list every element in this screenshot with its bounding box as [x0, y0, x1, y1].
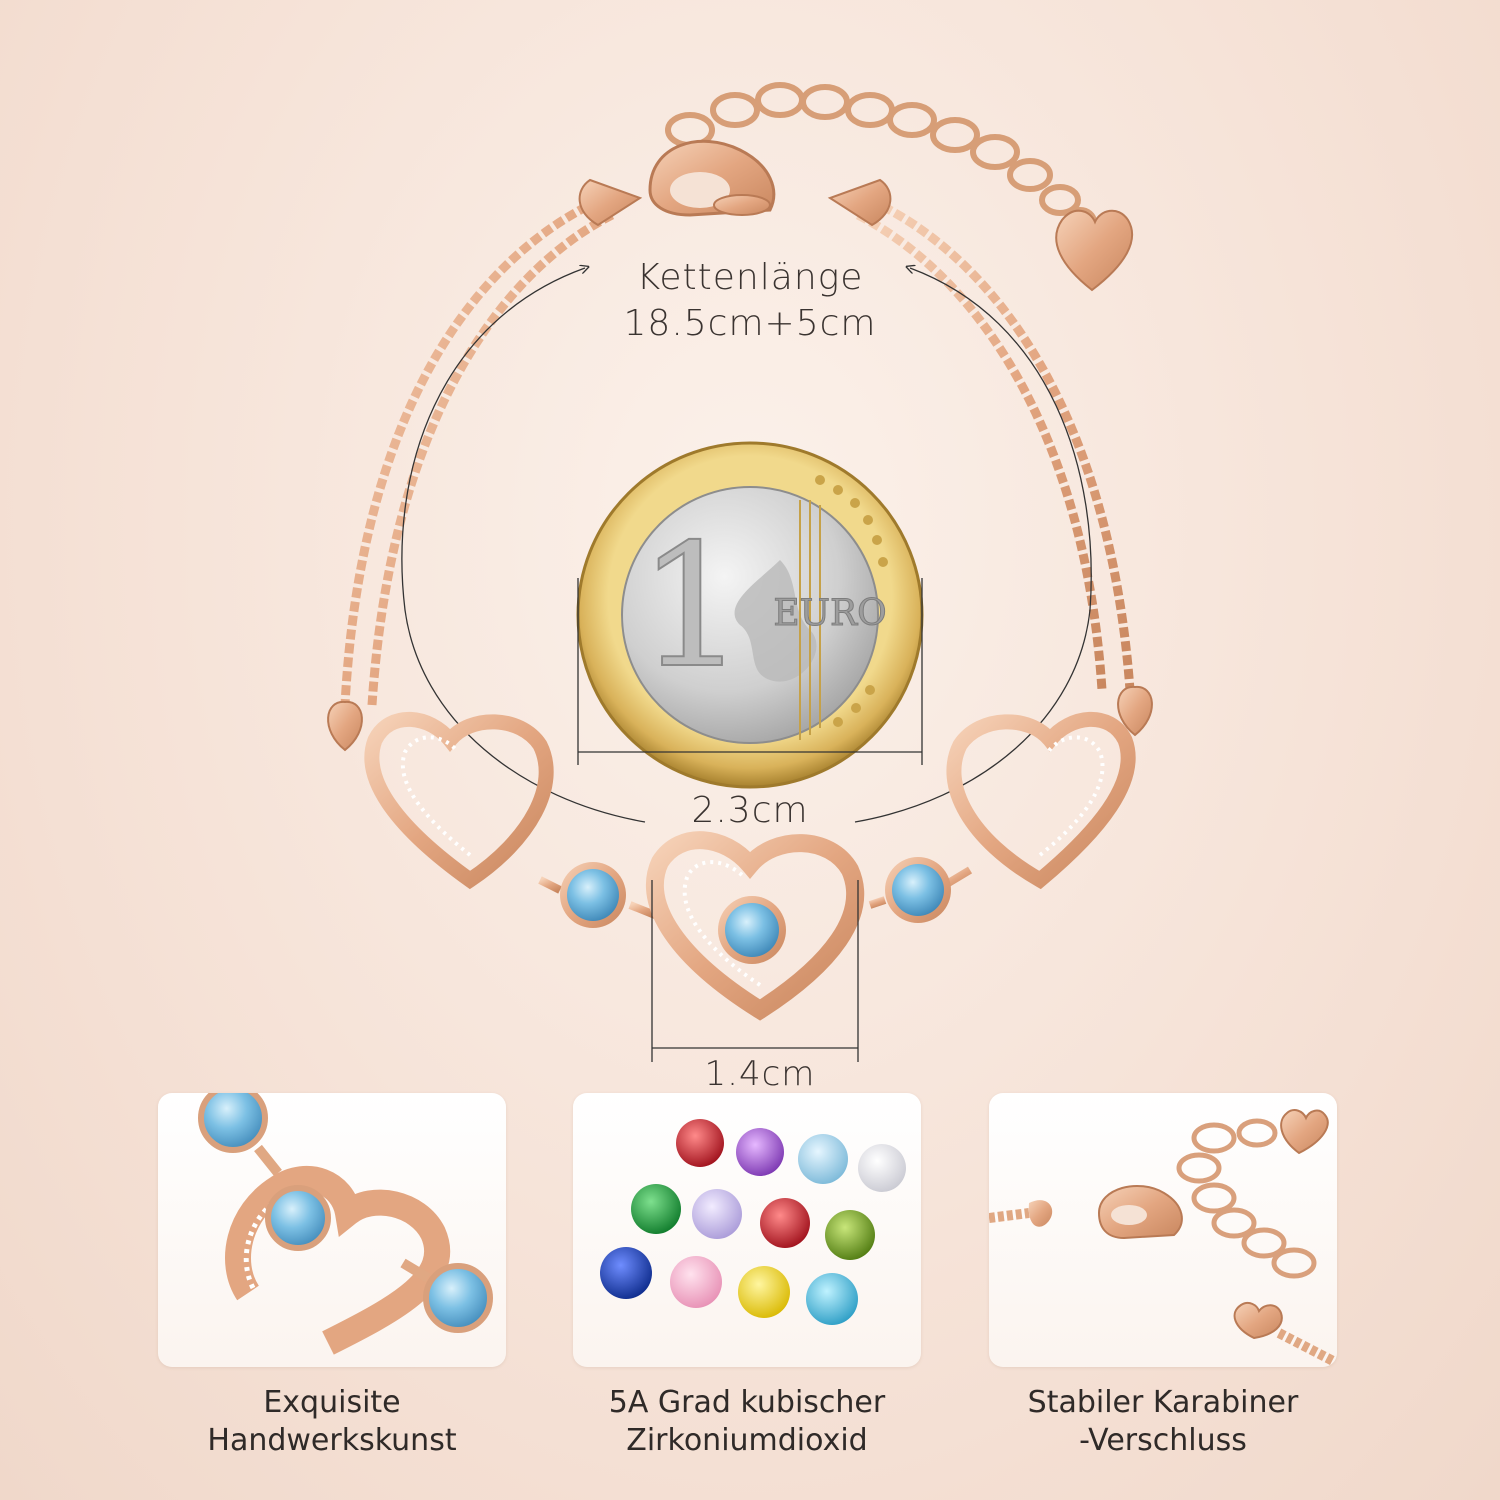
- panel-clasp: [989, 1093, 1337, 1367]
- heart-size-label: 1.4cm: [704, 1054, 816, 1094]
- craftsmanship-closeup: [198, 1093, 493, 1355]
- chain-right: [855, 195, 1135, 691]
- heart-right-icon: [946, 711, 1136, 890]
- length-arc: [401, 268, 646, 823]
- euro-coin: [576, 441, 924, 789]
- length-arc-right: [854, 268, 1092, 823]
- caption-line: Zirkoniumdioxid: [626, 1423, 868, 1458]
- heart-left-icon: [364, 711, 554, 890]
- chain-length-label: Kettenlänge 18.5cm+5cm: [530, 255, 970, 347]
- gem-right-icon: [885, 857, 951, 923]
- chain-left: [340, 195, 615, 706]
- caption-craftsmanship: Exquisite Handwerkskunst: [122, 1384, 542, 1460]
- gemstone-colors: [600, 1119, 906, 1325]
- caption-line: 5A Grad kubischer: [608, 1385, 886, 1420]
- clasp-closeup: [989, 1109, 1337, 1367]
- caption-line: Handwerkskunst: [207, 1423, 457, 1458]
- caption-line: -Verschluss: [1079, 1423, 1247, 1458]
- panel-gemstones: [573, 1093, 921, 1367]
- lobster-clasp-icon: [648, 139, 776, 217]
- heart-center-icon: [646, 831, 865, 1021]
- heart-charm-icon: [1055, 209, 1134, 292]
- coin-denomination: 1: [638, 508, 746, 706]
- caption-line: Stabiler Karabiner: [1027, 1385, 1299, 1420]
- coin-word: EURO: [773, 593, 886, 634]
- caption-line: Exquisite: [263, 1385, 401, 1420]
- chain-length-title: Kettenlänge: [636, 257, 864, 298]
- end-cap-left: [578, 178, 643, 227]
- caption-clasp: Stabiler Karabiner -Verschluss: [953, 1384, 1373, 1460]
- chain-length-value: 18.5cm+5cm: [623, 303, 877, 344]
- end-cap-right: [827, 178, 892, 227]
- heart-links: [538, 866, 973, 919]
- gem-left-icon: [560, 862, 626, 928]
- panel-craftsmanship: [158, 1093, 506, 1367]
- caption-gemstones: 5A Grad kubischer Zirkoniumdioxid: [537, 1384, 957, 1460]
- coin-dimension-line: [577, 578, 923, 765]
- connector-heart-left: [327, 700, 363, 752]
- heart-dimension-line: [651, 880, 859, 1062]
- coin-size-label: 2.3cm: [691, 790, 809, 831]
- connector-heart-right: [1117, 685, 1153, 737]
